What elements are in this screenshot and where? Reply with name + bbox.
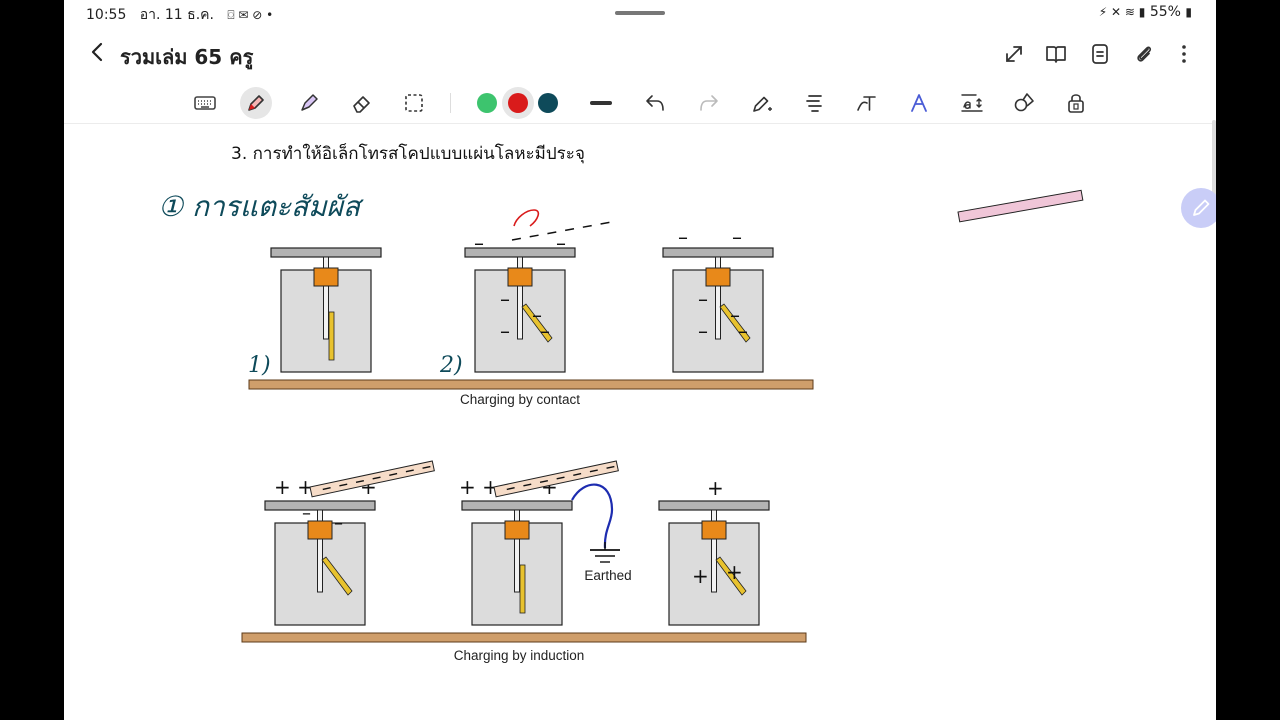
electroscope-2: – – – – – – [464, 189, 1084, 373]
handwritten-scribble [513, 209, 540, 227]
svg-text:–: – [540, 319, 550, 343]
handwritten-title: ① การแตะสัมผัส [158, 190, 364, 223]
status-right: ⚡ ✕ ≋ ▮ 55% ▮ [1099, 4, 1192, 20]
toolbar-divider [450, 93, 451, 113]
svg-text:+ +: + + [274, 475, 314, 499]
pen-icon[interactable] [244, 91, 268, 115]
handwritten-label-2: 2) [439, 353, 463, 378]
eraser-icon[interactable] [350, 91, 374, 115]
electroscope-5: + + + [459, 475, 573, 626]
shapes-icon[interactable] [1012, 91, 1036, 115]
electroscope-1 [270, 247, 382, 373]
electroscope-diagram: ① การแตะสัมผัส – – – – – – [64, 170, 1216, 680]
electroscope-figure: ① การแตะสัมผัส – – – – – – [158, 189, 1084, 663]
lock-icon[interactable] [1064, 91, 1088, 115]
signal-icon: ⚡ ✕ ≋ ▮ [1098, 5, 1146, 19]
redo-icon[interactable] [697, 91, 721, 115]
svg-text:–: – [730, 303, 740, 327]
handwritten-label-1: 1) [248, 353, 271, 378]
svg-text:–: – [698, 287, 708, 311]
note-title[interactable]: รวมเล่ม 65 ครู [120, 45, 254, 69]
pen-settings-icon[interactable] [750, 91, 774, 115]
earthed-label: Earthed [584, 568, 631, 583]
rod-induction-2 [493, 460, 619, 498]
pen-icon [1193, 199, 1210, 216]
attach-icon[interactable] [1132, 42, 1156, 66]
expand-icon[interactable] [1002, 42, 1026, 66]
rod-induction-1 [309, 460, 435, 498]
stroke-width-icon[interactable] [589, 91, 613, 115]
status-left: 10:55 อา. 11 ธ.ค. ⌼ ✉ ⊘ • [86, 4, 273, 26]
highlighter-icon[interactable] [297, 91, 321, 115]
lasso-select-icon[interactable] [402, 91, 426, 115]
status-bar: 10:55 อา. 11 ธ.ค. ⌼ ✉ ⊘ • ⚡ ✕ ≋ ▮ 55% ▮ [64, 0, 1216, 26]
scrollbar[interactable] [1212, 120, 1216, 200]
ground-symbol [590, 542, 620, 563]
book-view-icon[interactable] [1044, 42, 1068, 66]
electroscope-4: – – + + + [264, 475, 377, 626]
text-align-icon[interactable] [803, 91, 827, 115]
battery-level: 55% [1149, 4, 1181, 20]
svg-text:–: – [334, 513, 343, 534]
svg-text:–: – [678, 225, 688, 249]
svg-text:+ +: + + [459, 475, 499, 499]
svg-text:–: – [738, 319, 748, 343]
bench-induction [241, 632, 807, 643]
text-style-icon[interactable] [907, 91, 931, 115]
page-view-icon[interactable] [1088, 42, 1112, 66]
battery-icon: ▮ [1185, 5, 1192, 19]
svg-text:–: – [556, 231, 566, 255]
toolbar-separator [64, 123, 1216, 124]
electroscope-3: – – – – – – [662, 225, 774, 373]
caption-induction: Charging by induction [454, 648, 585, 663]
color-swatch-green[interactable] [477, 93, 497, 113]
floating-pen-button[interactable] [1181, 188, 1216, 228]
clock: 10:55 [86, 7, 127, 23]
date: อา. 11 ธ.ค. [139, 7, 214, 23]
app-bar: รวมเล่ม 65 ครู [64, 30, 1216, 78]
drawing-toolbar [64, 87, 1216, 119]
svg-text:+: + [707, 476, 724, 500]
electroscope-6: + + + [658, 476, 770, 626]
text-tool-icon[interactable] [855, 91, 879, 115]
note-heading: 3. การทำให้อิเล็กโทรสโคปแบบแผ่นโลหะมีประ… [231, 144, 585, 164]
color-swatch-teal[interactable] [538, 93, 558, 113]
note-screen: 10:55 อา. 11 ธ.ค. ⌼ ✉ ⊘ • ⚡ ✕ ≋ ▮ 55% ▮ … [64, 0, 1216, 720]
bench-contact [248, 379, 814, 390]
text-size-icon[interactable] [960, 91, 984, 115]
svg-text:–: – [698, 319, 708, 343]
caption-contact: Charging by contact [460, 392, 580, 407]
svg-text:+: + [692, 564, 709, 588]
svg-text:+: + [726, 560, 743, 584]
keyboard-icon[interactable] [193, 91, 217, 115]
more-icon[interactable] [1172, 42, 1196, 66]
svg-text:–: – [500, 287, 510, 311]
color-swatch-red[interactable] [508, 93, 528, 113]
earth-wire [571, 483, 614, 549]
svg-text:–: – [500, 319, 510, 343]
notification-icons: ⌼ ✉ ⊘ • [227, 8, 274, 22]
back-arrow-icon[interactable] [86, 40, 112, 66]
svg-text:–: – [474, 231, 484, 255]
svg-text:–: – [302, 503, 311, 524]
svg-text:–: – [732, 225, 742, 249]
undo-icon[interactable] [643, 91, 667, 115]
svg-text:–: – [532, 303, 542, 327]
drag-handle[interactable] [615, 11, 665, 15]
